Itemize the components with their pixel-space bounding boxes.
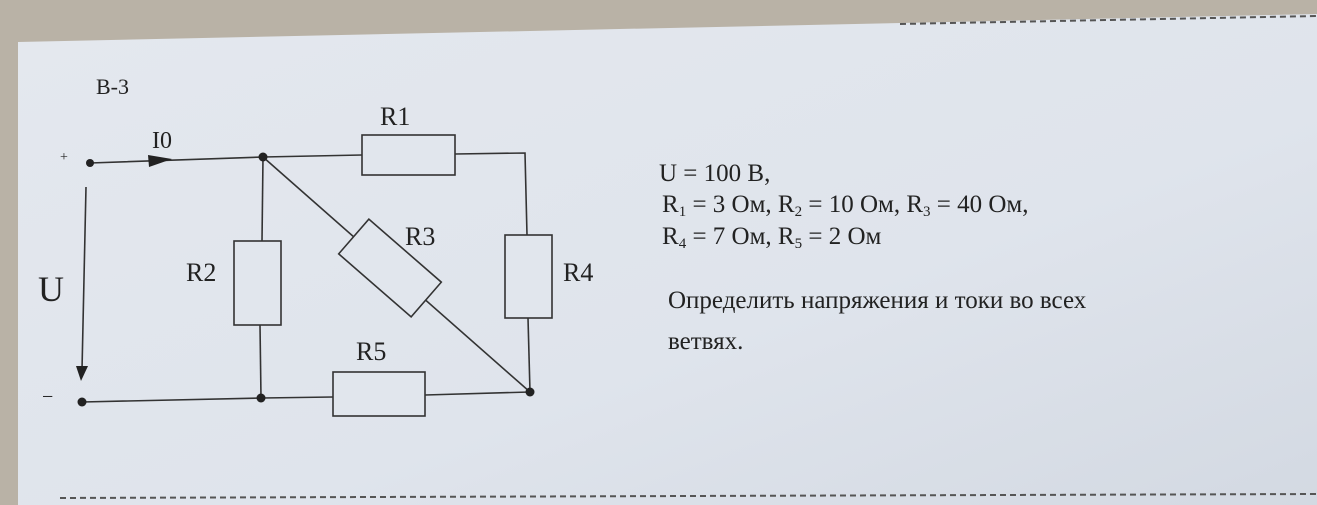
current-label: I0 — [152, 128, 172, 154]
resistor-r3 — [337, 218, 443, 318]
current-arrowhead — [148, 155, 172, 167]
resistor-r5 — [332, 371, 426, 417]
minus-terminal-label: − — [42, 386, 54, 408]
task-line-1: Определить напряжения и токи во всех — [668, 287, 1087, 314]
r1-label: R1 — [380, 102, 411, 131]
r2-label: R2 — [186, 258, 217, 287]
given-voltage: U = 100 В, — [659, 160, 771, 187]
voltage-label: U — [38, 269, 64, 309]
given-resistances-2: R4 = 7 Ом, R5 = 2 Ом — [662, 223, 882, 252]
r3-label: R3 — [405, 222, 436, 251]
r4-label: R4 — [563, 258, 594, 287]
voltage-arrowhead — [76, 366, 88, 381]
task-line-2: ветвях. — [668, 328, 744, 355]
given-resistances-1: R1 = 3 Ом, R2 = 10 Ом, R3 = 40 Ом, — [662, 191, 1029, 220]
variant-label: В-3 — [96, 74, 129, 99]
r5-label: R5 — [356, 337, 387, 366]
nodes — [77, 152, 535, 407]
resistor-r4 — [504, 234, 553, 319]
voltage-arrow — [81, 186, 87, 371]
resistor-r2 — [233, 240, 282, 326]
resistor-r1 — [361, 134, 456, 176]
plus-terminal-label: + — [60, 150, 68, 165]
